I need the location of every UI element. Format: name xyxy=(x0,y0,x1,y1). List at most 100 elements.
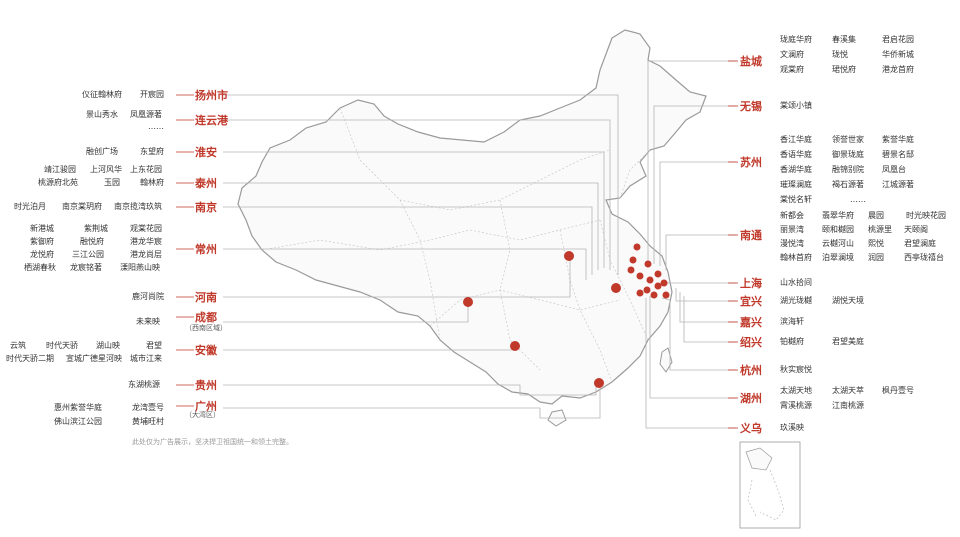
project-item: 溧阳燕山映 xyxy=(120,263,160,272)
project-item: 湖山映 xyxy=(96,341,120,350)
taiwan-outline xyxy=(659,347,673,373)
project-item: 桃源府北苑 xyxy=(38,178,78,187)
project-item: 宣城广德星河映 xyxy=(66,354,122,363)
project-item: 丽景湾 xyxy=(780,225,804,234)
marker-jiangsu-1 xyxy=(633,243,641,251)
project-item: 文澜府 xyxy=(780,50,804,59)
project-item: 惠州紫誉华庭 xyxy=(54,403,102,412)
project-item: 新港城 xyxy=(30,224,54,233)
marker-jiangsu-10 xyxy=(650,291,658,299)
project-item: 翰林府 xyxy=(140,178,164,187)
project-item: 东望府 xyxy=(140,147,164,156)
project-item: 漫悦湾 xyxy=(780,239,804,248)
project-item: 珺悦府 xyxy=(832,65,856,74)
city-label-right-2: 苏州 xyxy=(740,156,762,169)
marker-anhui xyxy=(611,283,621,293)
project-item: …… xyxy=(850,195,866,204)
project-item: 珑悦 xyxy=(832,50,848,59)
project-item: 颐和樾园 xyxy=(822,225,854,234)
project-item: 泊翠澜境 xyxy=(822,253,854,262)
project-item: 翰林首府 xyxy=(780,253,812,262)
city-label-6: 河南 xyxy=(195,291,217,304)
project-item: 江城源著 xyxy=(882,180,914,189)
project-item: 山水拾间 xyxy=(780,278,812,287)
project-item: 龙宸铭著 xyxy=(70,263,102,272)
project-item: 珑庭华府 xyxy=(780,35,812,44)
city-label-right-1: 无锡 xyxy=(740,100,762,113)
project-item: 香江华庭 xyxy=(780,135,812,144)
city-label-2: 淮安 xyxy=(195,146,217,159)
project-item: 铂樾府 xyxy=(780,337,804,346)
city-label-0: 扬州市 xyxy=(195,89,228,102)
city-label-right-6: 嘉兴 xyxy=(740,316,762,329)
project-item: 上东花园 xyxy=(130,165,162,174)
project-item: 靖江骏园 xyxy=(44,165,76,174)
city-label-8: 安徽 xyxy=(195,344,217,357)
project-item: 佛山滨江公园 xyxy=(54,417,102,426)
project-item: 凤凰源著 xyxy=(130,110,162,119)
project-item: 龙悦府 xyxy=(30,250,54,259)
city-label-right-4: 上海 xyxy=(740,277,762,290)
project-item: 栖湖春秋 xyxy=(24,263,56,272)
project-item: 秋实宸悦 xyxy=(780,365,812,374)
project-item: 春溪集 xyxy=(832,35,856,44)
project-item: 太湖天萃 xyxy=(832,386,864,395)
project-item: 香湖华庭 xyxy=(780,165,812,174)
project-item: 云樾河山 xyxy=(822,239,854,248)
project-item: 湖光珑樾 xyxy=(780,296,812,305)
marker-jiangsu-8 xyxy=(660,279,668,287)
city-label-4: 南京 xyxy=(195,201,217,214)
project-item: 时代天骄二期 xyxy=(6,354,54,363)
project-item: 湖悦天境 xyxy=(832,296,864,305)
project-item: 上河风华 xyxy=(90,165,122,174)
project-item: 君望澜庭 xyxy=(904,239,936,248)
project-item: 融悦府 xyxy=(80,237,104,246)
project-item: 仪征翰林府 xyxy=(82,90,122,99)
project-item: 熙悦 xyxy=(868,239,884,248)
city-label-right-7: 绍兴 xyxy=(740,336,762,349)
project-item: 观棠府 xyxy=(780,65,804,74)
project-item: 棠悦名轩 xyxy=(780,195,812,204)
project-item: 三江公园 xyxy=(72,250,104,259)
province-boundaries xyxy=(261,107,651,383)
project-item: 南京棠玥府 xyxy=(62,202,102,211)
project-item: 时代天骄 xyxy=(46,341,78,350)
city-label-3: 泰州 xyxy=(195,177,217,190)
project-item: 鹿河尚院 xyxy=(132,292,164,301)
city-label-right-9: 湖州 xyxy=(740,392,762,405)
project-item: 紫御府 xyxy=(30,237,54,246)
city-label-right-5: 宜兴 xyxy=(740,295,762,308)
city-label-10: 广州 xyxy=(195,400,217,413)
project-item: 君望 xyxy=(146,341,162,350)
project-item: 景山秀水 xyxy=(86,110,118,119)
project-item: 时光映花园 xyxy=(906,211,946,220)
project-item: 凤凰台 xyxy=(882,165,906,174)
project-item: 天颐阁 xyxy=(904,225,928,234)
project-item: 西亭珑禧台 xyxy=(904,253,944,262)
project-item: 霄溪桃源 xyxy=(780,401,812,410)
project-item: 开宸园 xyxy=(140,90,164,99)
city-label-1: 连云港 xyxy=(195,114,228,127)
city-label-7: 成都 xyxy=(195,311,217,324)
south-china-sea-inset xyxy=(739,441,801,529)
project-item: 玖溪映 xyxy=(780,423,804,432)
project-item: 黄埔旺村 xyxy=(132,417,164,426)
region-note-10: （大湾区） xyxy=(185,411,220,419)
project-item: 君启花园 xyxy=(882,35,914,44)
marker-guizhou xyxy=(510,341,520,351)
marker-jiangsu-3 xyxy=(627,266,635,274)
project-item: 龙湾壹号 xyxy=(132,403,164,412)
marker-henan xyxy=(564,251,574,261)
region-note-7: （西南区域） xyxy=(185,324,227,332)
project-item: 紫荆城 xyxy=(84,224,108,233)
marker-chengdu xyxy=(463,297,473,307)
project-item: 港龙尚层 xyxy=(130,250,162,259)
project-item: 枫丹壹号 xyxy=(882,386,914,395)
marker-jiangsu-7 xyxy=(654,282,662,290)
project-item: 君望美庭 xyxy=(832,337,864,346)
project-item: 太湖天地 xyxy=(780,386,812,395)
project-item: 新都会 xyxy=(780,211,804,220)
project-item: 江南桃源 xyxy=(832,401,864,410)
